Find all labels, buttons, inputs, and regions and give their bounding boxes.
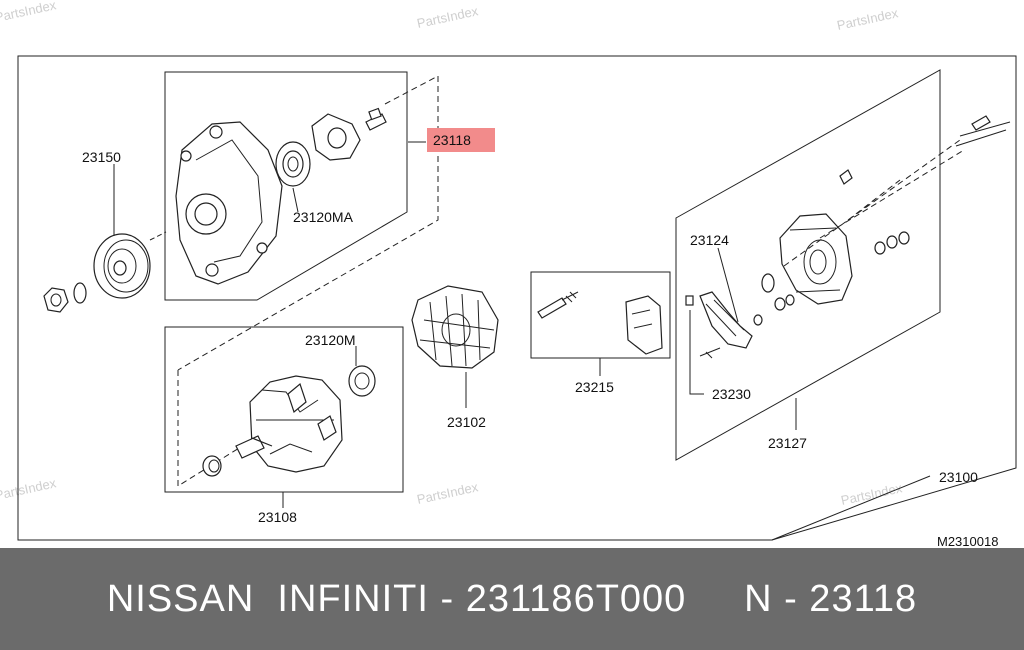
front-housing-box — [164, 71, 408, 301]
washer-part — [73, 282, 87, 304]
rear-bushing-part — [202, 455, 222, 477]
part-number-banner: NISSAN INFINITI - 231186T000 N - 23118 — [0, 548, 1024, 650]
dashed-link — [177, 370, 253, 487]
rotor-bearing-part — [348, 365, 376, 397]
exploded-parts-diagram: PartsIndex PartsIndex PartsIndex PartsIn… — [0, 0, 1017, 548]
through-bolts-part — [783, 121, 1011, 267]
front-bearing-part — [275, 141, 311, 187]
part-number-text: NISSAN INFINITI - 231186T000 N - 23118 — [106, 577, 918, 620]
part-label-23118: 23118 — [433, 132, 471, 148]
rotor-part — [235, 375, 343, 473]
front-housing-part — [175, 121, 283, 285]
brush-part — [537, 291, 579, 319]
leader-line — [771, 475, 931, 541]
watermark-text: PartsIndex — [0, 475, 58, 503]
part-label-23100: 23100 — [939, 469, 978, 485]
pulley-part — [93, 233, 151, 299]
rectifier-part — [699, 291, 753, 349]
part-label-23120MA: 23120MA — [293, 209, 354, 225]
watermark-text: PartsIndex — [416, 3, 480, 31]
diagram-code: M2310018 — [937, 534, 998, 548]
screw-part — [699, 347, 721, 359]
retainer-plate-part — [311, 113, 361, 161]
pulley-nut-part — [43, 287, 69, 313]
leader-line — [717, 247, 739, 323]
small-fittings-part — [685, 115, 991, 326]
part-label-23108: 23108 — [258, 509, 297, 525]
part-label-23215: 23215 — [575, 379, 614, 395]
leader-line — [292, 187, 299, 213]
watermark-text: PartsIndex — [0, 0, 58, 25]
leader-line — [689, 310, 704, 395]
rear-cover-box — [675, 69, 941, 461]
part-label-23102: 23102 — [447, 414, 486, 430]
highlighted-part-label-bg — [427, 128, 495, 152]
watermark-text: PartsIndex — [416, 479, 480, 507]
part-label-23230: 23230 — [712, 386, 751, 402]
rear-housing-part — [779, 213, 853, 305]
part-label-23150: 23150 — [82, 149, 121, 165]
part-label-23120M: 23120M — [305, 332, 356, 348]
stator-part — [411, 285, 499, 369]
watermark-text: PartsIndex — [836, 5, 900, 33]
leader-line — [149, 231, 167, 241]
part-label-23124: 23124 — [690, 232, 729, 248]
regulator-part — [625, 295, 663, 355]
retainer-screw-part — [365, 107, 387, 131]
part-label-23127: 23127 — [768, 435, 807, 451]
assembly-frame — [17, 55, 1017, 541]
rotor-box — [164, 326, 404, 493]
